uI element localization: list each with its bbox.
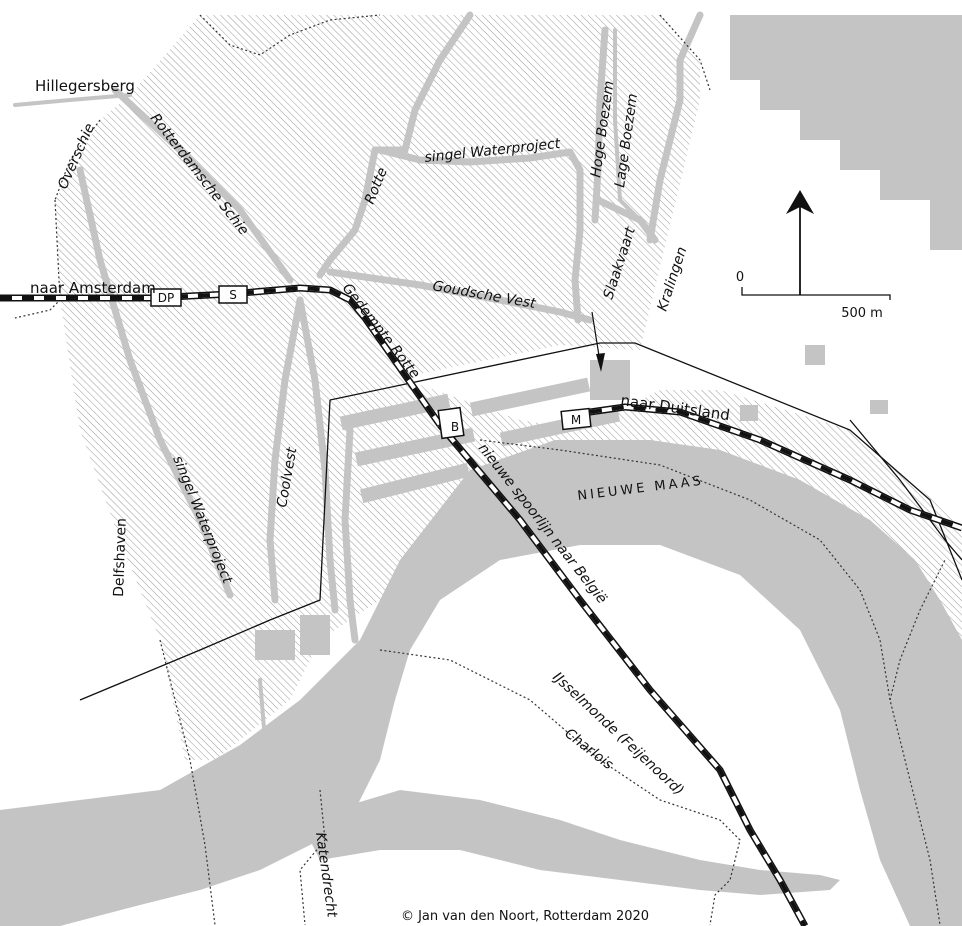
svg-text:S: S	[229, 288, 237, 302]
scale-end: 500 m	[841, 306, 883, 321]
canal-hillegersberg	[13, 93, 132, 107]
canal-coolvest	[266, 296, 304, 604]
scale-start: 0	[736, 270, 744, 285]
canal-rotte	[316, 11, 474, 279]
copyright-text: © Jan van den Noort, Rotterdam 2020	[401, 909, 649, 924]
scale-bar: 0 500 m	[736, 270, 891, 321]
canal-overschie	[76, 166, 234, 599]
label-delfshaven: Delfshaven	[111, 518, 130, 597]
label-naar-amsterdam: naar Amsterdam	[30, 279, 156, 297]
canal-rotterdamsche-schie	[111, 86, 294, 284]
slaakvaart-arrow-icon	[591, 311, 605, 372]
canal-east-kralingen	[646, 11, 704, 244]
canal-hoge-boezem	[591, 26, 609, 224]
canal-west	[296, 296, 339, 614]
urban-area	[55, 15, 962, 760]
river-nieuwe-maas	[0, 440, 962, 926]
label-hillegersberg: Hillegersberg	[35, 77, 135, 95]
svg-text:M: M	[571, 413, 581, 427]
station-m: M	[560, 407, 592, 431]
station-s: S	[218, 285, 248, 304]
boundaries	[14, 14, 962, 926]
north-arrow-icon	[786, 190, 814, 295]
canal-delfshaven	[258, 678, 272, 802]
svg-text:DP: DP	[158, 291, 174, 305]
canal-westhaven	[341, 426, 359, 644]
svg-text:B: B	[451, 420, 459, 434]
harbour-south	[300, 790, 840, 895]
canals	[13, 11, 704, 802]
blocks-east	[730, 15, 962, 250]
station-dp: DP	[150, 288, 182, 307]
station-b: B	[437, 406, 465, 440]
canal-goudsche-vest	[326, 268, 594, 324]
canal-singel-north	[376, 146, 584, 324]
